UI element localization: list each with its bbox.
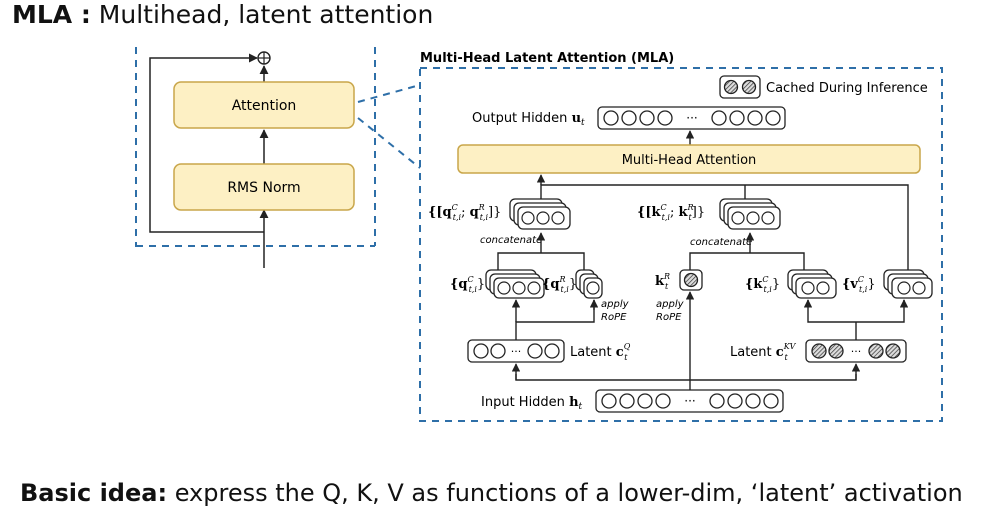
- footer-rest: express the Q, K, V as functions of a lo…: [167, 479, 963, 507]
- mla-title: Multi-Head Latent Attention (MLA): [420, 51, 674, 66]
- kc-vector: [787, 269, 837, 299]
- output-hidden-label: Output Hidden ut: [472, 111, 585, 128]
- rope-label-k: RoPE: [656, 312, 682, 323]
- input-hidden-label: Input Hidden ht: [481, 395, 583, 412]
- svg-text:···: ···: [511, 345, 522, 358]
- qr-vector: [575, 269, 603, 299]
- vc-vector: [883, 269, 933, 299]
- heading-rest: Multihead, latent attention: [90, 0, 434, 29]
- concatenate-label-q: concatenate: [480, 235, 542, 246]
- page-heading: MLA : Multihead, latent attention: [12, 0, 433, 30]
- k-concat-vector: [719, 198, 781, 230]
- svg-text:···: ···: [851, 345, 862, 358]
- qc-vector: [485, 269, 545, 299]
- footer-caption: Basic idea: express the Q, K, V as funct…: [20, 477, 963, 509]
- legend-label: Cached During Inference: [766, 81, 928, 96]
- heading-bold: MLA :: [12, 0, 91, 29]
- apply-label-q: apply: [601, 299, 630, 310]
- svg-text:···: ···: [686, 111, 697, 125]
- transformer-block: Attention RMS Norm: [135, 47, 376, 268]
- rms-norm-box: [173, 163, 355, 211]
- mla-diagram: Attention RMS Norm Multi-Head Latent Att…: [135, 47, 943, 422]
- mha-label: Multi-Head Attention: [622, 153, 757, 168]
- multi-head-attention-box: [457, 144, 921, 174]
- svg-text:···: ···: [684, 394, 695, 408]
- apply-label-k: apply: [656, 299, 685, 310]
- concatenate-label-k: concatenate: [690, 237, 752, 248]
- attention-label: Attention: [232, 98, 297, 114]
- rope-label-q: RoPE: [601, 312, 627, 323]
- mla-panel: Multi-Head Latent Attention (MLA) Cached…: [419, 51, 943, 422]
- rms-norm-label: RMS Norm: [227, 180, 300, 196]
- q-concat-vector: [509, 198, 571, 230]
- footer-bold: Basic idea:: [20, 479, 168, 507]
- attention-box: [173, 81, 355, 129]
